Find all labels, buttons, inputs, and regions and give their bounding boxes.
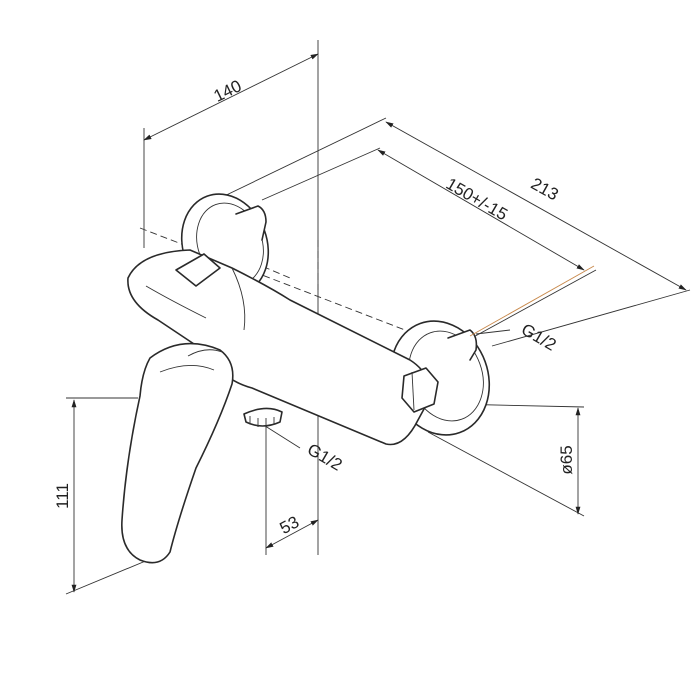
label-outlet-thread: G1/2 (304, 440, 345, 475)
label-inlet-thread: G1/2 (518, 320, 559, 355)
dim-overall-depth: 213 (528, 174, 562, 204)
dim-flange-diameter: ø65 (557, 445, 576, 474)
dim-overall-width: 140 (211, 76, 245, 106)
outlet-connector (243, 407, 283, 428)
accent-leader-line (469, 265, 595, 337)
dim-wall-centers: 150+/-15 (443, 174, 511, 224)
dimension-lines (71, 53, 687, 593)
lever-handle (121, 342, 234, 564)
dim-height: 111 (53, 483, 72, 509)
dim-outlet-offset: 53 (277, 512, 303, 538)
